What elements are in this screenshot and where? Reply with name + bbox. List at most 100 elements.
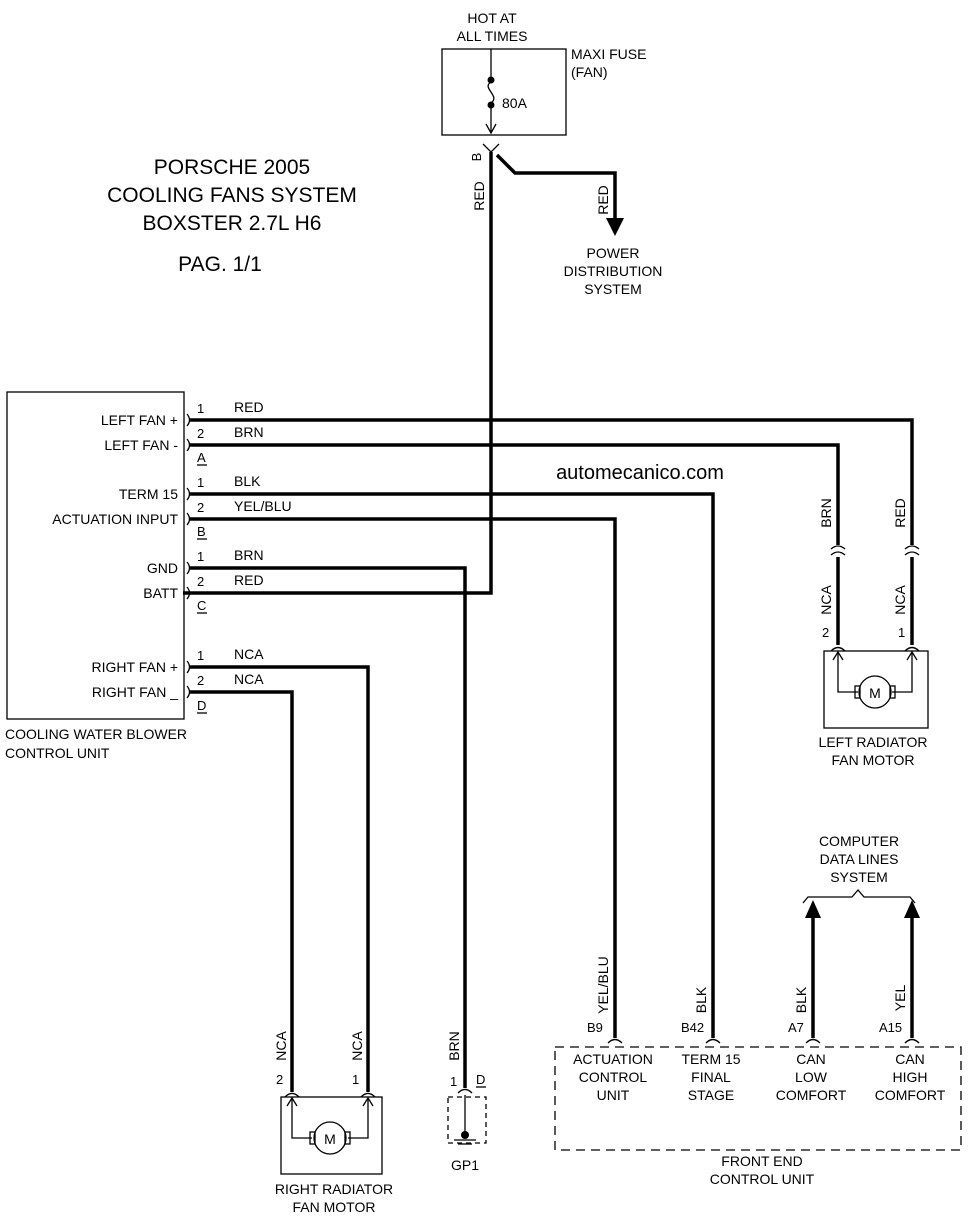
connector-letter: B	[197, 524, 206, 539]
terminal-connector-icon	[904, 1038, 920, 1044]
left-motor-wire-red: RED	[892, 498, 908, 528]
front-end-name: FRONT END	[721, 1153, 802, 1169]
terminal-label-2: HIGH	[893, 1069, 928, 1085]
hot-at-label: HOT AT	[467, 10, 517, 26]
left-motor-wire-brn: BRN	[818, 498, 834, 528]
control-unit-name: COOLING WATER BLOWER	[5, 726, 187, 742]
fuse-name-sub: (FAN)	[571, 64, 608, 80]
wire-color: RED	[234, 572, 264, 588]
power-distribution-line-1: POWER	[587, 245, 640, 261]
left-motor-wire-nca-2: NCA	[818, 585, 834, 615]
right-motor-wire-nca-1: NCA	[349, 1031, 365, 1061]
terminal-pin: B9	[587, 1020, 603, 1035]
terminal-wire-color: YEL/BLU	[595, 956, 611, 1014]
right-motor-name-sub: FAN MOTOR	[293, 1199, 376, 1215]
terminal-pin: A15	[879, 1020, 902, 1035]
motor-symbol: M	[324, 1131, 336, 1147]
left-motor-pin-1: 1	[898, 625, 905, 640]
fuse-connector-icon	[482, 143, 500, 153]
power-distribution-line-2: DISTRIBUTION	[564, 263, 663, 279]
left-motor-name: LEFT RADIATOR	[819, 734, 928, 750]
fuse-arrow-icon	[485, 123, 497, 135]
wire-color: BRN	[234, 547, 264, 563]
terminal-connector-icon	[705, 1038, 721, 1044]
data-lines-brace	[802, 889, 916, 904]
title-line-3: BOXSTER 2.7L H6	[143, 212, 322, 235]
fuse-pin-label: B	[469, 153, 484, 162]
terminal-connector-icon	[805, 1038, 821, 1044]
wire-color: NCA	[234, 671, 264, 687]
motor-symbol: M	[869, 685, 881, 701]
data-line-arrow-icon	[805, 900, 821, 918]
wire-left-fan-plus: RED	[190, 399, 914, 545]
terminal-label-3: UNIT	[597, 1087, 630, 1103]
terminal-label-2: LOW	[795, 1069, 828, 1085]
terminal-wire-color: BLK	[793, 986, 809, 1013]
power-distribution-line-3: SYSTEM	[584, 281, 642, 297]
wire-color: RED	[234, 399, 264, 415]
wire-term-15: BLK	[190, 473, 715, 1038]
connector-letter: A	[197, 450, 206, 465]
pin-number: 2	[197, 500, 204, 515]
pin-number: 1	[197, 648, 204, 663]
fuse-name: MAXI FUSE	[571, 46, 646, 62]
right-motor-name: RIGHT RADIATOR	[275, 1181, 393, 1197]
ground-wire-color: BRN	[446, 1031, 462, 1061]
wire-color: NCA	[234, 646, 264, 662]
control-unit-name-sub: CONTROL UNIT	[5, 745, 110, 761]
wire-color: BLK	[234, 473, 261, 489]
right-motor-pin-1: 1	[352, 1072, 359, 1087]
terminal-label-2: FINAL	[691, 1069, 731, 1085]
pin-number: 1	[197, 401, 204, 416]
connector-letter: C	[197, 598, 206, 613]
wire-actuation-input: YEL/BLU	[190, 498, 617, 1038]
fuse-terminal-top	[487, 76, 495, 84]
title-line-2: COOLING FANS SYSTEM	[107, 184, 357, 207]
terminal-label-2: CONTROL	[579, 1069, 648, 1085]
left-motor-wire-nca-1: NCA	[892, 585, 908, 615]
right-radiator-fan-motor: NCA NCA 2 1 M RIGHT RADIATOR FAN MOTOR	[273, 1031, 393, 1215]
pin-label-left-fan-plus: LEFT FAN +	[101, 412, 178, 428]
pin-label-left-fan-minus: LEFT FAN -	[104, 437, 178, 453]
connector-letter: D	[197, 698, 206, 713]
wire-right-fan-plus: NCA	[190, 646, 370, 1092]
blower-control-unit: COOLING WATER BLOWER CONTROL UNIT LEFT F…	[5, 391, 207, 761]
left-motor-pin-2: 2	[822, 625, 829, 640]
pin-label-gnd: GND	[147, 560, 178, 576]
ground-pin: 1	[450, 1074, 457, 1089]
pin-number: 1	[197, 549, 204, 564]
ground-point	[461, 1131, 469, 1139]
fuse-box	[441, 48, 567, 136]
diagram-title: PORSCHE 2005 COOLING FANS SYSTEM BOXSTER…	[107, 156, 357, 276]
terminal-label-1: TERM 15	[681, 1051, 740, 1067]
wire-right-fan-minus: NCA	[190, 671, 294, 1092]
left-radiator-fan-motor: BRN RED NCA NCA 2 1 M LEFT RADIATOR FAN …	[818, 498, 929, 768]
right-motor-box	[280, 1096, 383, 1175]
fuse-feed-wire: RED RED POWER DISTRIBUTION SYSTEM	[183, 152, 663, 595]
wire-gnd: BRN	[190, 547, 467, 1088]
terminal-connector-icon	[607, 1038, 623, 1044]
watermark: automecanico.com	[556, 462, 724, 484]
terminal-wire-color: YEL	[892, 985, 908, 1012]
motor-icon	[313, 1121, 347, 1155]
terminal-label-1: CAN	[895, 1051, 925, 1067]
power-distribution-arrow-icon	[606, 218, 624, 236]
terminal-label-3: COMFORT	[875, 1087, 946, 1103]
title-line-1: PORSCHE 2005	[154, 156, 310, 179]
data-line-arrow-icon	[904, 900, 920, 918]
branch-wire-color: RED	[595, 185, 611, 215]
pin-number: 1	[197, 475, 204, 490]
computer-data-lines: COMPUTER DATA LINES SYSTEM	[802, 833, 920, 1038]
terminal-label-3: COMFORT	[776, 1087, 847, 1103]
pin-label-right-fan-plus: RIGHT FAN +	[92, 659, 178, 675]
page-number: PAG. 1/1	[178, 253, 262, 276]
ground-box	[447, 1096, 487, 1144]
wire-color: YEL/BLU	[234, 498, 292, 514]
terminal-label-1: CAN	[796, 1051, 826, 1067]
all-times-label: ALL TIMES	[457, 28, 528, 44]
terminal-label-3: STAGE	[688, 1087, 734, 1103]
wire-left-fan-minus: BRN	[190, 424, 840, 545]
left-motor-name-sub: FAN MOTOR	[832, 752, 915, 768]
terminal-pin: A7	[788, 1020, 804, 1035]
right-motor-wire-nca-2: NCA	[273, 1031, 289, 1061]
